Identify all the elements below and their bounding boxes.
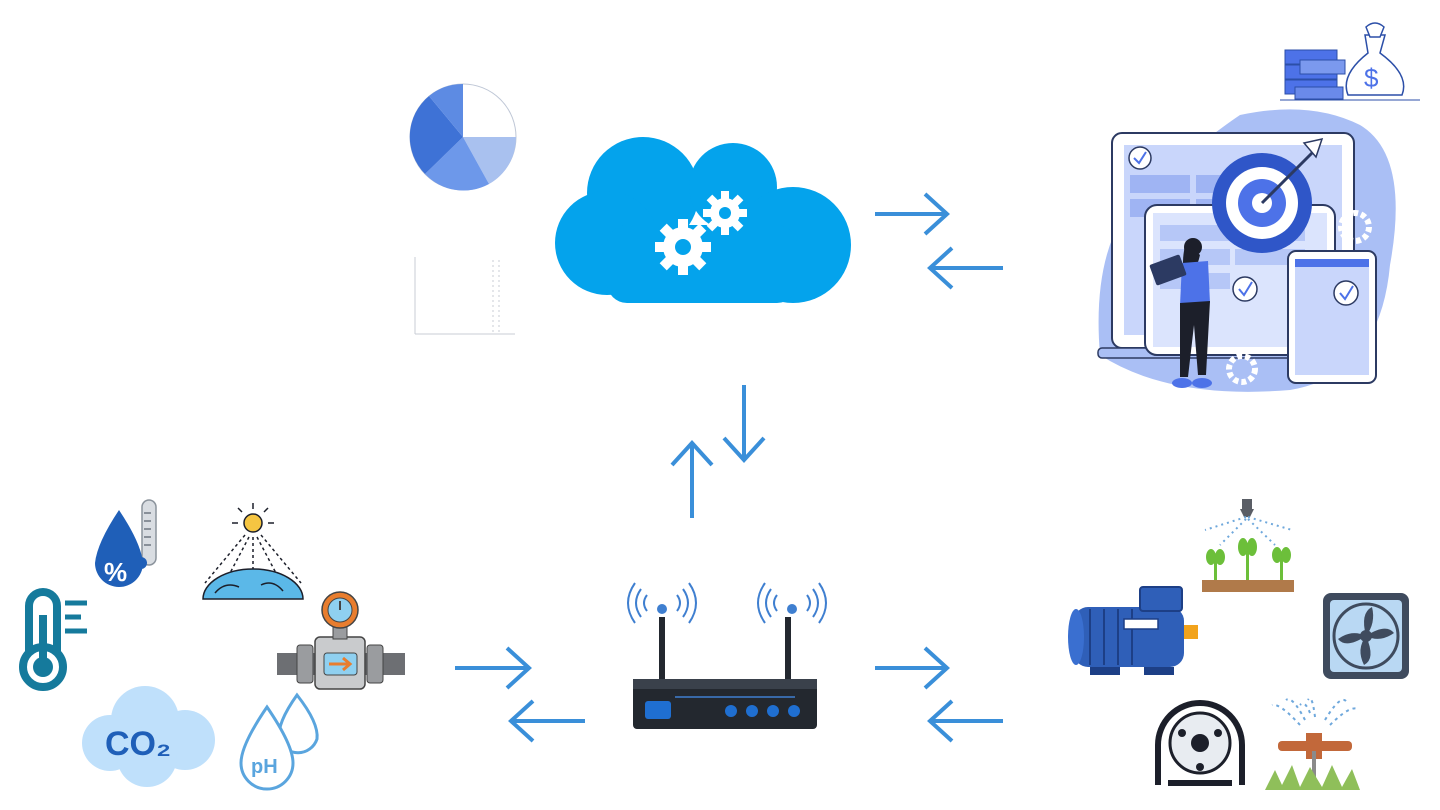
arrow-sensors-to-router	[455, 646, 532, 690]
svg-text:$: $	[1364, 63, 1379, 93]
arrow-router-to-sensors	[508, 699, 585, 743]
exhaust-fan-icon	[1323, 593, 1409, 679]
thermometer-icon	[19, 588, 87, 691]
ph-drops-icon: pH	[239, 692, 319, 791]
router-node	[625, 582, 827, 735]
line-chart-icon	[414, 257, 515, 335]
target-icon	[1212, 137, 1324, 253]
sprinkler-icon	[1265, 697, 1360, 790]
person-icon	[1149, 238, 1212, 388]
peristaltic-pump-icon	[1155, 700, 1245, 786]
co2-label: CO₂	[105, 725, 171, 763]
money-bag-icon: $	[1280, 22, 1420, 101]
pie-chart-icon	[409, 83, 517, 191]
arrow-cloud-to-dashboard	[875, 192, 950, 236]
cloud-node	[555, 125, 855, 305]
humidity-label: %	[104, 557, 127, 587]
analytics-group	[405, 82, 525, 342]
electric-motor-icon	[1068, 586, 1198, 675]
arrow-actuators-to-router	[927, 699, 1003, 743]
dashboard-node: $	[1090, 15, 1425, 395]
arrow-router-to-cloud	[670, 440, 714, 518]
arrow-router-to-actuators	[875, 646, 950, 690]
wifi-router-icon	[627, 582, 827, 729]
actuators-group	[1060, 495, 1425, 795]
sunlight-earth-icon	[202, 503, 304, 600]
humidity-thermometer-icon: %	[95, 499, 157, 587]
cloud-gears-icon	[555, 137, 851, 303]
irrigation-spray-icon	[1202, 499, 1294, 592]
flow-meter-icon	[277, 591, 405, 690]
arrow-cloud-to-router	[722, 385, 766, 463]
arrow-dashboard-to-cloud	[927, 246, 1003, 290]
ph-label: pH	[251, 756, 278, 778]
co2-cloud-icon: CO₂	[82, 686, 215, 787]
sensors-group: %	[15, 495, 415, 795]
